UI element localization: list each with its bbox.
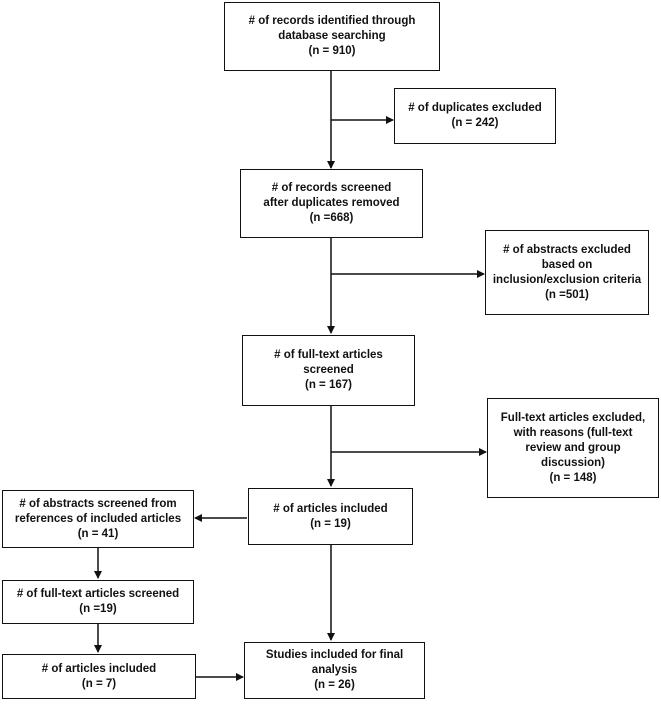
fulltext-excluded-box: Full-text articles excluded, with reason… — [487, 398, 659, 498]
box-line: Studies included for final — [265, 649, 404, 661]
ref-fulltext-screened-box: # of full-text articles screened (n =19) — [2, 580, 194, 624]
box-line: based on — [541, 258, 593, 271]
duplicates-excluded-box: # of duplicates excluded (n = 242) — [394, 88, 556, 144]
box-line: # of duplicates excluded — [408, 102, 542, 114]
box-line: (n = 7) — [81, 677, 117, 690]
box-line: (n =668) — [309, 212, 354, 224]
box-line: analysis — [311, 664, 358, 676]
ref-articles-included-box: # of articles included (n = 7) — [2, 654, 196, 699]
box-line: # of records identified through — [248, 15, 416, 27]
box-line: # of articles included — [41, 662, 157, 675]
records-screened-box: # of records screened after duplicates r… — [240, 169, 423, 238]
box-line: # of records screened — [271, 182, 392, 194]
box-line: (n =501) — [545, 288, 589, 301]
articles-included-box: # of articles included (n = 19) — [248, 488, 413, 545]
box-line: (n = 167) — [305, 379, 352, 391]
box-line: inclusion/exclusion criteria — [492, 273, 642, 286]
final-analysis-box: Studies included for final analysis (n =… — [244, 642, 425, 699]
box-line: (n = 242) — [451, 117, 499, 129]
box-line: screened — [303, 364, 354, 376]
box-line: review and group — [525, 441, 621, 454]
abstracts-excluded-box: # of abstracts excluded based on inclusi… — [485, 230, 649, 315]
box-line: database searching — [278, 30, 386, 42]
box-line: # of abstracts screened from — [19, 497, 177, 510]
box-line: (n = 910) — [308, 45, 356, 57]
box-line: (n = 41) — [77, 527, 119, 540]
box-line: (n = 26) — [314, 679, 355, 691]
box-line: with reasons (full-text — [513, 426, 633, 439]
box-line: references of included articles — [14, 512, 182, 525]
box-line: (n = 19) — [310, 517, 351, 530]
ref-abstracts-screened-box: # of abstracts screened from references … — [2, 490, 194, 548]
box-line: # of articles included — [273, 502, 388, 515]
box-line: after duplicates removed — [263, 197, 400, 209]
records-identified-box: # of records identified through database… — [224, 2, 440, 71]
fulltext-screened-box: # of full-text articles screened (n = 16… — [242, 335, 415, 406]
box-line: # of abstracts excluded — [503, 243, 631, 256]
box-line: # of full-text articles — [274, 349, 383, 361]
box-line: # of full-text articles screened — [16, 588, 180, 600]
box-line: Full-text articles excluded, — [500, 411, 646, 424]
box-line: (n = 148) — [549, 471, 597, 484]
box-line: discussion) — [541, 456, 605, 469]
box-line: (n =19) — [79, 603, 117, 615]
